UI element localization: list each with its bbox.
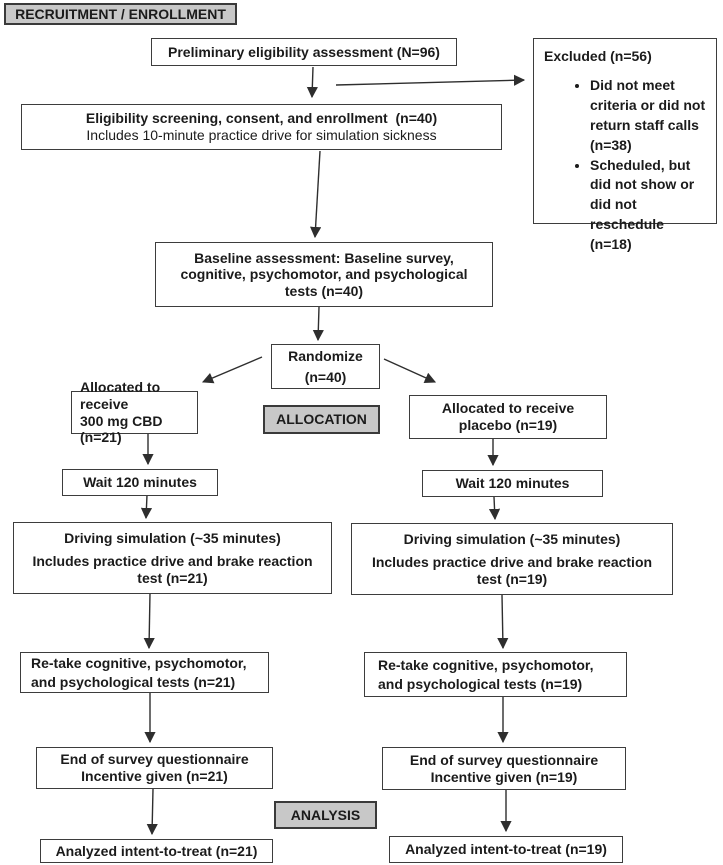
node-preliminary-assessment: Preliminary eligibility assessment (N=96… bbox=[151, 38, 457, 66]
node-endsurvey-placebo-text: End of survey questionnaire Incentive gi… bbox=[409, 751, 599, 785]
node-excluded-bullet-2: Scheduled, but did not show or did not r… bbox=[590, 156, 708, 255]
node-retake-tests-placebo-text: Re-take cognitive, psychomotor, and psyc… bbox=[378, 657, 594, 692]
arrow-randomize-to-cbd bbox=[201, 356, 263, 384]
stage-label-analysis-text: ANALYSIS bbox=[290, 806, 361, 823]
node-baseline-assessment: Baseline assessment: Baseline survey, co… bbox=[155, 242, 493, 307]
node-driving-simulation-cbd-line2: Includes practice drive and brake reacti… bbox=[32, 553, 313, 586]
stage-label-allocation-text: ALLOCATION bbox=[276, 411, 367, 428]
arrow-wait-placebo-to-driving bbox=[488, 496, 501, 521]
arrow-eligibility-to-baseline bbox=[309, 150, 322, 239]
node-randomize: Randomize (n=40) bbox=[271, 344, 380, 389]
node-analyzed-placebo-text: Analyzed intent-to-treat (n=19) bbox=[405, 841, 607, 858]
node-wait-cbd: Wait 120 minutes bbox=[62, 469, 218, 496]
node-retake-tests-placebo: Re-take cognitive, psychomotor, and psyc… bbox=[364, 652, 627, 697]
node-excluded-bullet-list: Did not meet criteria or did not return … bbox=[544, 76, 708, 255]
stage-label-recruitment-text: RECRUITMENT / ENROLLMENT bbox=[15, 5, 226, 22]
node-allocated-placebo-text: Allocated to receive placebo (n=19) bbox=[441, 400, 575, 433]
node-endsurvey-placebo: End of survey questionnaire Incentive gi… bbox=[382, 747, 626, 790]
node-analyzed-placebo: Analyzed intent-to-treat (n=19) bbox=[389, 836, 623, 863]
node-preliminary-assessment-text: Preliminary eligibility assessment (N=96… bbox=[168, 43, 440, 60]
node-wait-placebo-text: Wait 120 minutes bbox=[455, 475, 570, 492]
node-driving-simulation-cbd: Driving simulation (~35 minutes) Include… bbox=[13, 522, 332, 594]
arrow-endsurvey-cbd-to-analyzed bbox=[146, 788, 158, 836]
node-endsurvey-cbd: End of survey questionnaire Incentive gi… bbox=[36, 747, 273, 789]
node-excluded-title: Excluded (n=56) bbox=[544, 48, 652, 64]
node-wait-placebo: Wait 120 minutes bbox=[422, 470, 603, 497]
stage-label-allocation: ALLOCATION bbox=[263, 405, 380, 434]
node-allocated-placebo: Allocated to receive placebo (n=19) bbox=[409, 395, 607, 439]
node-driving-simulation-cbd-line1: Driving simulation (~35 minutes) bbox=[64, 529, 281, 546]
node-driving-simulation-placebo: Driving simulation (~35 minutes) Include… bbox=[351, 523, 673, 595]
arrow-preliminary-to-excluded bbox=[335, 74, 526, 86]
node-wait-cbd-text: Wait 120 minutes bbox=[83, 474, 197, 491]
node-randomize-text: Randomize (n=40) bbox=[288, 348, 363, 385]
node-excluded: Excluded (n=56) Did not meet criteria or… bbox=[533, 38, 717, 252]
node-driving-simulation-placebo-line2: Includes practice drive and brake reacti… bbox=[371, 554, 653, 587]
node-analyzed-cbd: Analyzed intent-to-treat (n=21) bbox=[40, 839, 273, 863]
arrow-driving-cbd-to-retake bbox=[143, 592, 155, 650]
node-driving-simulation-placebo-line1: Driving simulation (~35 minutes) bbox=[403, 530, 621, 547]
arrow-driving-placebo-to-retake bbox=[497, 594, 509, 650]
stage-label-analysis: ANALYSIS bbox=[274, 801, 377, 829]
node-eligibility-screening: Eligibility screening, consent, and enro… bbox=[21, 104, 502, 150]
node-endsurvey-cbd-text: End of survey questionnaire Incentive gi… bbox=[60, 751, 249, 784]
node-eligibility-screening-line1: Eligibility screening, consent, and enro… bbox=[85, 110, 438, 127]
node-eligibility-screening-line2: Includes 10-minute practice drive for si… bbox=[86, 127, 437, 143]
node-allocated-cbd: Allocated to receive 300 mg CBD (n=21) bbox=[71, 379, 198, 445]
arrow-baseline-to-randomize bbox=[312, 306, 324, 342]
node-baseline-assessment-text: Baseline assessment: Baseline survey, co… bbox=[180, 249, 468, 299]
arrow-preliminary-to-eligibility bbox=[306, 66, 318, 99]
node-analyzed-cbd-text: Analyzed intent-to-treat (n=21) bbox=[55, 842, 258, 859]
stage-label-recruitment: RECRUITMENT / ENROLLMENT bbox=[4, 3, 237, 25]
node-excluded-bullet-1: Did not meet criteria or did not return … bbox=[590, 76, 708, 156]
arrow-wait-cbd-to-driving bbox=[140, 494, 153, 520]
node-allocated-cbd-text: Allocated to receive 300 mg CBD (n=21) bbox=[80, 379, 163, 446]
node-retake-tests-cbd-text: Re-take cognitive, psychomotor, and psyc… bbox=[31, 655, 247, 690]
arrow-randomize-to-placebo bbox=[383, 358, 437, 383]
node-retake-tests-cbd: Re-take cognitive, psychomotor, and psyc… bbox=[20, 652, 269, 693]
